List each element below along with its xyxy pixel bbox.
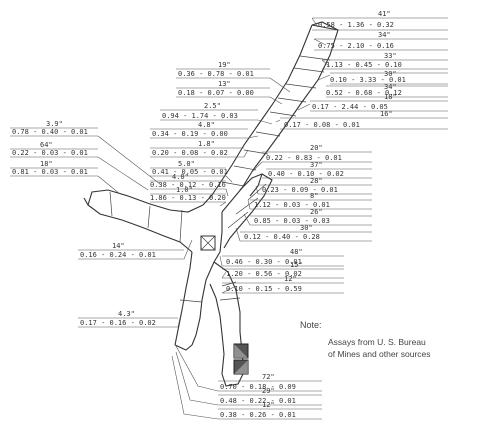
- assay-values: 0.70 - 0.18 - 0.09: [220, 383, 296, 391]
- assay-width: 20": [310, 144, 323, 152]
- assay-width: 34": [384, 83, 397, 91]
- assay-values: 0.40 - 0.10 - 0.02: [268, 170, 344, 178]
- note-line-2: of Mines and other sources: [328, 349, 431, 359]
- assay-width: 33": [384, 52, 397, 60]
- assay-width: 72": [262, 373, 275, 381]
- shaft-lower-icon: [233, 359, 249, 375]
- assay-values: 0.17 - 0.08 - 0.01: [284, 121, 360, 129]
- assay-width: 26": [310, 208, 323, 216]
- assay-values: 1.13 - 0.45 - 0.10: [326, 61, 402, 69]
- assay-width: 15": [290, 261, 303, 269]
- assay-values: 0.38 - 0.26 - 0.01: [220, 411, 296, 419]
- assay-width: 13": [218, 80, 231, 88]
- assay-width: 3.9": [46, 120, 63, 128]
- assay-values: 0.85 - 0.03 - 0.03: [254, 217, 330, 225]
- assay-width: 14": [112, 242, 125, 250]
- assay-width: 30": [384, 70, 397, 78]
- assay-values: 1.12 - 0.03 - 0.01: [254, 201, 330, 209]
- assay-values: 0.81 - 0.03 - 0.01: [12, 168, 88, 176]
- assay-values: 0.46 - 0.30 - 0.01: [226, 258, 302, 266]
- assay-width: 4.0": [172, 173, 189, 181]
- assay-width: 1.0": [176, 186, 193, 194]
- assay-values: 0.41 - 0.05 - 0.01: [152, 168, 228, 176]
- assay-values: 0.22 - 0.03 - 0.01: [12, 149, 88, 157]
- assay-values: 0.75 - 2.10 - 0.16: [318, 42, 394, 50]
- shaft-symbols: [200, 235, 249, 375]
- sample-cut-marks: [109, 55, 331, 303]
- assay-width: 4.3": [118, 310, 135, 318]
- assay-width: 18": [384, 93, 397, 101]
- assay-width: 34": [378, 31, 391, 39]
- assay-width: 2.5": [204, 102, 221, 110]
- assay-values: 0.94 - 1.74 - 0.03: [162, 112, 238, 120]
- assay-values: 0.17 - 0.16 - 0.02: [80, 319, 156, 327]
- assay-values: 0.20 - 0.08 - 0.02: [152, 149, 228, 157]
- assay-width: 18": [40, 160, 53, 168]
- assay-values: 0.10 - 0.15 - 0.59: [226, 285, 302, 293]
- assay-width: 1.8": [198, 140, 215, 148]
- assay-values: 0.17 - 2.44 - 0.05: [312, 103, 388, 111]
- assay-values: 0.58 - 1.36 - 0.32: [318, 21, 394, 29]
- assay-width: 64": [40, 141, 53, 149]
- assay-values: 0.12 - 0.40 - 0.28: [244, 233, 320, 241]
- assay-width: 4.8": [198, 121, 215, 129]
- note-line-1: Assays from U. S. Bureau: [328, 337, 426, 347]
- leader-lines: [10, 17, 448, 420]
- assay-values: 0.78 - 0.40 - 0.01: [12, 128, 88, 136]
- assay-width: 12": [262, 401, 275, 409]
- assay-labels: 41" 0.58 - 1.36 - 0.32 34" 0.75 - 2.10 -…: [12, 10, 406, 419]
- assay-values: 0.38 - 0.12 - 0.16: [150, 181, 226, 189]
- assay-width: 30": [300, 224, 313, 232]
- assay-values: 0.23 - 0.09 - 0.01: [262, 186, 338, 194]
- assay-values: 0.48 - 0.22 - 0.01: [220, 397, 296, 405]
- assay-values: 1.20 - 0.56 - 0.02: [226, 270, 302, 278]
- assay-values: 1.86 - 0.13 - 0.20: [150, 194, 226, 202]
- note-block: Note: Assays from U. S. Bureau of Mines …: [300, 320, 431, 359]
- assay-width: 16": [380, 110, 393, 118]
- assay-values: 0.36 - 0.78 - 0.01: [178, 70, 254, 78]
- workings-outline: [83, 21, 339, 387]
- assay-values: 0.10 - 3.33 - 0.01: [330, 76, 406, 84]
- assay-width: 5.0": [178, 160, 195, 168]
- assay-width: 29": [262, 387, 275, 395]
- assay-width: 28": [310, 177, 323, 185]
- note-title: Note:: [300, 320, 322, 330]
- assay-values: 0.52 - 0.68 - 0.12: [326, 89, 402, 97]
- assay-width: 37": [310, 161, 323, 169]
- assay-values: 0.22 - 0.83 - 0.01: [266, 154, 342, 162]
- assay-width: 12": [284, 275, 297, 283]
- assay-width: 8": [310, 192, 318, 200]
- assay-values: 0.16 - 0.24 - 0.01: [80, 251, 156, 259]
- assay-width: 48": [290, 248, 303, 256]
- assay-width: 19": [218, 61, 231, 69]
- assay-values: 0.18 - 0.07 - 0.00: [178, 89, 254, 97]
- shaft-upper-icon: [233, 343, 249, 359]
- shaft-winze-icon: [200, 235, 216, 251]
- assay-width: 41": [378, 10, 391, 18]
- assay-values: 0.34 - 0.19 - 0.00: [152, 130, 228, 138]
